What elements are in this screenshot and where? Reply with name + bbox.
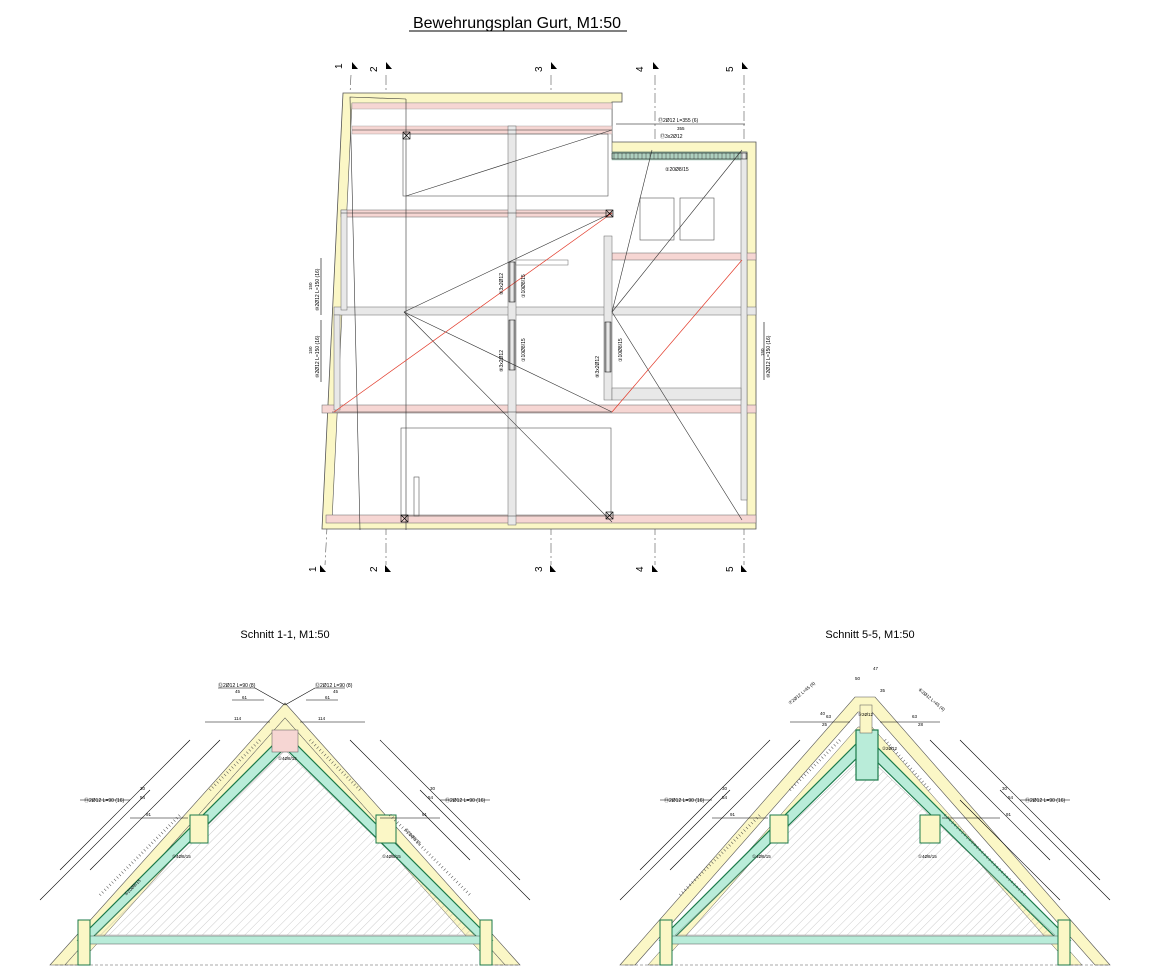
axis-label-3-bottom: 3 bbox=[534, 566, 545, 572]
s5-dim-47: 47 bbox=[873, 666, 879, 671]
axis-label-5-top: 5 bbox=[725, 66, 736, 72]
rebar-groups bbox=[508, 152, 748, 373]
s1-dim-91-r: 91 bbox=[422, 812, 428, 817]
annotation-center-1: ⑨3x2Ø12 bbox=[499, 273, 505, 295]
s5-label-side-left: ⑪2Ø12 L=90 (16) bbox=[664, 797, 704, 804]
s1-label-side-left: ⑪2Ø12 L=90 (16) bbox=[84, 797, 124, 804]
section-1-title: Schnitt 1-1, M1:50 bbox=[240, 629, 329, 641]
opening-5 bbox=[413, 476, 420, 517]
top-band bbox=[351, 102, 613, 110]
diagonal-lines bbox=[332, 96, 743, 531]
s1-dim-114-r: 114 bbox=[318, 716, 326, 721]
annotation-left-2: ⑩2Ø12 L=150 (16) bbox=[315, 335, 321, 378]
s5-dim-50: 50 bbox=[855, 676, 861, 681]
s5-label-inner-right: ①4Ø8/15 bbox=[918, 854, 937, 859]
s1-dim-54-l: 54 bbox=[140, 795, 146, 800]
s1-dim-91-l: 91 bbox=[146, 812, 152, 817]
annotation-center-4: ①10Ø8/15 bbox=[521, 338, 527, 362]
axis-arrow-icon bbox=[741, 565, 747, 572]
axis-arrow-icon bbox=[551, 62, 557, 69]
annotation-left-dim-2: 150 bbox=[308, 346, 313, 354]
s1-label-side-right: ⑪2Ø12 L=90 (16) bbox=[445, 797, 485, 804]
s5-dim-30-r: 30 bbox=[1002, 786, 1008, 791]
annotation-right-1: ⑩2Ø12 L=150 (16) bbox=[766, 335, 772, 378]
s1-dim-114-l: 114 bbox=[234, 716, 242, 721]
s1-dim-30-l: 30 bbox=[140, 786, 146, 791]
axis-arrow-icon bbox=[550, 565, 556, 572]
s1-dim-30-r: 30 bbox=[430, 786, 436, 791]
axis-arrow-icon bbox=[386, 62, 392, 69]
s1-label-top-left: ⑫2Ø12 L=90 (8) bbox=[218, 682, 256, 689]
beam-stub bbox=[515, 259, 569, 266]
s5-dim-54-r: 54 bbox=[1008, 795, 1014, 800]
axis-label-1-top: 1 bbox=[334, 63, 345, 69]
s1-label-apex: ①4Ø8/15 bbox=[278, 756, 297, 761]
axis-arrow-icon bbox=[653, 62, 659, 69]
s5-dim-30-l: 30 bbox=[722, 786, 728, 791]
s5-label-inner-left: ①4Ø8/15 bbox=[752, 854, 771, 859]
axis-markers-bottom: 1 2 3 4 5 bbox=[308, 565, 747, 572]
axis-label-2-bottom: 2 bbox=[369, 566, 380, 572]
axis-markers-top: 1 2 3 4 5 bbox=[334, 62, 748, 72]
s5-dim-54-l: 54 bbox=[722, 795, 728, 800]
axis-label-1-bottom: 1 bbox=[308, 566, 319, 572]
s1-dim-45-l: 45 bbox=[235, 689, 241, 694]
axis-arrow-icon bbox=[320, 565, 326, 572]
opening-3 bbox=[679, 197, 715, 241]
plan-title: Bewehrungsplan Gurt, M1:50 bbox=[413, 15, 621, 32]
annotation-top-right-dim: 355 bbox=[677, 126, 685, 131]
axis-arrow-icon bbox=[352, 62, 358, 69]
axis-arrow-icon bbox=[652, 565, 658, 572]
floor-plan: Bewehrungsplan Gurt, M1:50 1 2 3 4 5 1 bbox=[308, 15, 772, 572]
annotation-center-3: ⑨3x2Ø12 bbox=[499, 350, 505, 372]
s5-dim-91-r: 91 bbox=[1006, 812, 1012, 817]
s5-dim-35: 35 bbox=[880, 688, 886, 693]
opening-1 bbox=[402, 133, 609, 197]
section-1-1: Schnitt 1-1, M1:50 bbox=[39, 629, 531, 966]
s5-label-apex: ⑤2Ø12 bbox=[858, 712, 874, 717]
beam-small bbox=[611, 387, 742, 401]
s5-dim-63-l: 63 bbox=[826, 714, 832, 719]
annotation-top-right-3: ②20Ø8/15 bbox=[665, 167, 689, 173]
s5-dim-63-r: 63 bbox=[912, 714, 918, 719]
opening-2 bbox=[639, 197, 675, 241]
s5-dim-40-l: 40 bbox=[820, 711, 826, 716]
annotation-left-1: ⑩2Ø12 L=150 (16) bbox=[315, 268, 321, 311]
s1-label-inner-left: ①4Ø8/15 bbox=[172, 854, 191, 859]
axis-arrow-icon bbox=[742, 62, 748, 69]
annotation-top-right-2: ⑰3x2Ø12 bbox=[660, 133, 683, 140]
s5-label-top-left: ⑦2Ø12 L=45 (4) bbox=[787, 680, 816, 705]
annotation-center-6: ①10Ø8/15 bbox=[618, 338, 624, 362]
axis-label-3-top: 3 bbox=[534, 66, 545, 72]
red-diagonals bbox=[333, 212, 743, 413]
s1-dim-61-r: 61 bbox=[325, 695, 331, 700]
section-5-5: Schnitt 5-5, M1:50 bbox=[619, 629, 1111, 966]
s1-dim-61-l: 61 bbox=[242, 695, 248, 700]
s1-dim-45-r: 45 bbox=[333, 689, 339, 694]
cross-marks bbox=[400, 131, 614, 523]
axis-label-5-bottom: 5 bbox=[725, 566, 736, 572]
s1-label-top-right: ⑫2Ø12 L=90 (8) bbox=[315, 682, 353, 689]
axis-label-2-top: 2 bbox=[369, 66, 380, 72]
annotation-center-2: ①10Ø8/15 bbox=[521, 274, 527, 298]
annotation-center-5: ⑨3x2Ø12 bbox=[595, 356, 601, 378]
annotation-left-dim-1: 150 bbox=[308, 282, 313, 290]
s5-dim-28-r: 28 bbox=[918, 722, 924, 727]
s5-label-apex-right: ②2Ø12 bbox=[882, 746, 898, 751]
s5-dim-91-l: 91 bbox=[730, 812, 736, 817]
annotation-top-right-1: ⑰2Ø12 L=355 (6) bbox=[658, 117, 698, 124]
s1-dim-54-r: 54 bbox=[428, 795, 434, 800]
s5-dim-25-l: 25 bbox=[822, 722, 828, 727]
opening-4 bbox=[400, 427, 612, 517]
axis-label-4-top: 4 bbox=[635, 66, 646, 72]
section-5-title: Schnitt 5-5, M1:50 bbox=[825, 629, 914, 641]
axis-label-4-bottom: 4 bbox=[635, 566, 646, 572]
annotation-right-dim-1: 150 bbox=[760, 348, 765, 356]
s1-label-inner-right: ①4Ø8/15 bbox=[382, 854, 401, 859]
axis-arrow-icon bbox=[385, 565, 391, 572]
s5-label-top-right: ⑥2Ø12 L=45 (4) bbox=[917, 687, 946, 712]
s5-label-side-right: ⑪2Ø12 L=90 (16) bbox=[1025, 797, 1065, 804]
